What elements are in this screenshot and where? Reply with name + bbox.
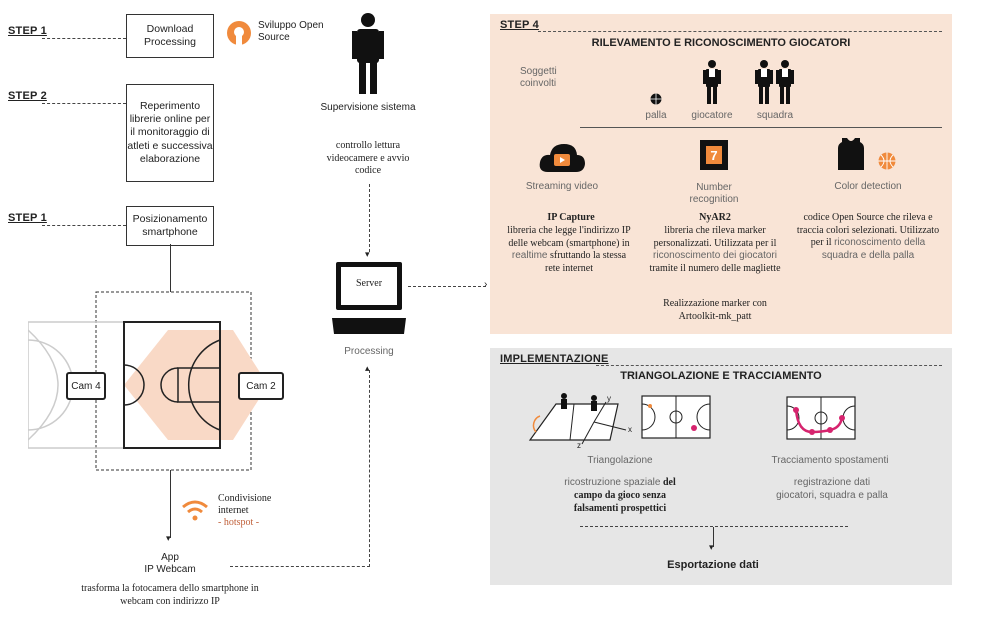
- connector-line: [42, 103, 126, 104]
- triangulation-title: Triangolazione: [587, 455, 653, 466]
- connector-line: [170, 470, 171, 538]
- step4-label: STEP 4: [500, 19, 539, 31]
- sharing-subtitle: - hotspot -: [218, 517, 260, 528]
- app-description: trasforma la fotocamera dello smartphone…: [81, 583, 259, 607]
- download-processing-box: Download Processing: [126, 14, 214, 58]
- step4-panel: [490, 14, 952, 334]
- subjects-label: Soggetti coinvolti: [520, 66, 557, 89]
- step1-position-label: STEP 1: [8, 212, 47, 224]
- arrow-up-icon: ▴: [365, 363, 370, 373]
- col1-text: libreria che legge l'indirizzo IP delle …: [506, 225, 632, 276]
- arrow-down-icon: ▾: [365, 249, 370, 259]
- app-subtitle: IP Webcam: [144, 564, 196, 575]
- connector-line: [408, 286, 486, 288]
- libraries-box: Reperimento librerie online per il monit…: [126, 84, 214, 182]
- triangulation-diagram: [528, 393, 711, 445]
- connector-line: [713, 527, 714, 547]
- col3-text: codice Open Source che rileva e traccia …: [796, 212, 940, 263]
- col1-text-part2: realtime: [511, 250, 548, 262]
- supervision-title: Supervisione sistema: [320, 102, 416, 113]
- triangulation-text-part1: ricostruzione spaziale: [564, 477, 661, 488]
- divider: [596, 365, 942, 366]
- arrow-down-icon: ▾: [166, 533, 171, 543]
- connector-line: [42, 225, 126, 226]
- jersey-icon: [838, 138, 864, 170]
- jersey-number-icon: 7: [700, 140, 728, 170]
- col2-text-part3: tramite il numero delle magliette: [649, 263, 781, 275]
- player-icon: [703, 60, 721, 104]
- cam2-label: Cam 2: [246, 380, 276, 392]
- col2-extra: Realizzazione marker con Artoolkit-mk_pa…: [663, 298, 767, 322]
- implementation-label: IMPLEMENTAZIONE: [500, 353, 609, 365]
- connector-line: [369, 370, 371, 567]
- sharing-title: Condivisione internet: [218, 493, 272, 516]
- axis-x-label: x: [628, 425, 632, 434]
- step1-label: STEP 1: [8, 25, 47, 37]
- col3-title: Color detection: [834, 181, 902, 192]
- col2-text-part1: libreria che rileva marker personalizzat…: [653, 225, 777, 249]
- server-label: Server: [355, 278, 383, 289]
- step2-label: STEP 2: [8, 90, 47, 102]
- axis-z-label: z: [577, 441, 581, 450]
- open-source-icon: [226, 20, 252, 46]
- app-title: App: [161, 552, 179, 563]
- tracking-text: registrazione dati giocatori, squadra e …: [776, 477, 888, 501]
- triangulation-text: ricostruzione spaziale del campo da gioc…: [556, 476, 684, 515]
- team-icon: [755, 60, 795, 104]
- col1-text-part1: libreria che legge l'indirizzo IP delle …: [507, 225, 631, 249]
- cam2-phone: Cam 2: [238, 372, 284, 400]
- col1-text-part3: sfruttando la stessa rete internet: [544, 250, 627, 275]
- step4-title: RILEVAMENTO E RICONOSCIMENTO GIOCATORI: [591, 37, 851, 49]
- supervisor-person-icon: [352, 12, 384, 94]
- col2-head: NyAR2: [699, 212, 731, 223]
- connector-line: [42, 38, 126, 39]
- supervision-description: controllo lettura videocamere e avvio co…: [326, 140, 410, 176]
- col3-text-part2: riconoscimento della squadra e della pal…: [821, 237, 926, 262]
- connector-line: [170, 244, 171, 292]
- subject-team: squadra: [756, 110, 794, 121]
- triangulation-text-part2: del campo da gioco senza falsamenti pros…: [573, 477, 676, 514]
- wifi-icon: [180, 498, 210, 522]
- divider: [580, 127, 942, 128]
- basketball-icon: [878, 152, 896, 170]
- processing-label: Processing: [344, 346, 394, 357]
- server-computer-icon: [330, 260, 408, 336]
- connector-line: [369, 184, 371, 252]
- jersey-number: 7: [706, 146, 722, 164]
- tracking-diagram: [786, 396, 856, 440]
- cam4-label: Cam 4: [71, 380, 101, 392]
- arrow-right-icon: ›: [484, 279, 488, 290]
- col1-head: IP Capture: [547, 212, 595, 223]
- axis-y-label: y: [607, 394, 611, 403]
- implementation-panel: [490, 348, 952, 585]
- divider: [580, 526, 848, 527]
- court-diagram: [28, 291, 268, 471]
- subject-player: giocatore: [691, 110, 733, 121]
- divider: [538, 31, 942, 32]
- connector-line: [230, 566, 370, 568]
- col2-text: libreria che rileva marker personalizzat…: [648, 225, 782, 276]
- arrow-down-icon: ▾: [709, 542, 714, 552]
- col3-text-part1: codice Open Source che rileva e traccia …: [796, 212, 940, 249]
- ball-icon: [650, 92, 662, 105]
- col2-text-part2: riconoscimento dei giocatori: [653, 250, 777, 262]
- tracking-title: Tracciamento spostamenti: [771, 455, 889, 466]
- open-source-label: Sviluppo Open Source: [258, 20, 324, 43]
- subject-ball: palla: [645, 110, 667, 121]
- position-smartphone-box: Posizionamento smartphone: [126, 206, 214, 246]
- export-data-label: Esportazione dati: [667, 559, 759, 571]
- col1-title: Streaming video: [525, 181, 599, 192]
- col2-title: Number recognition: [689, 182, 739, 205]
- implementation-title: TRIANGOLAZIONE E TRACCIAMENTO: [620, 370, 822, 382]
- streaming-cloud-icon: [538, 140, 586, 176]
- cam4-phone: Cam 4: [66, 372, 106, 400]
